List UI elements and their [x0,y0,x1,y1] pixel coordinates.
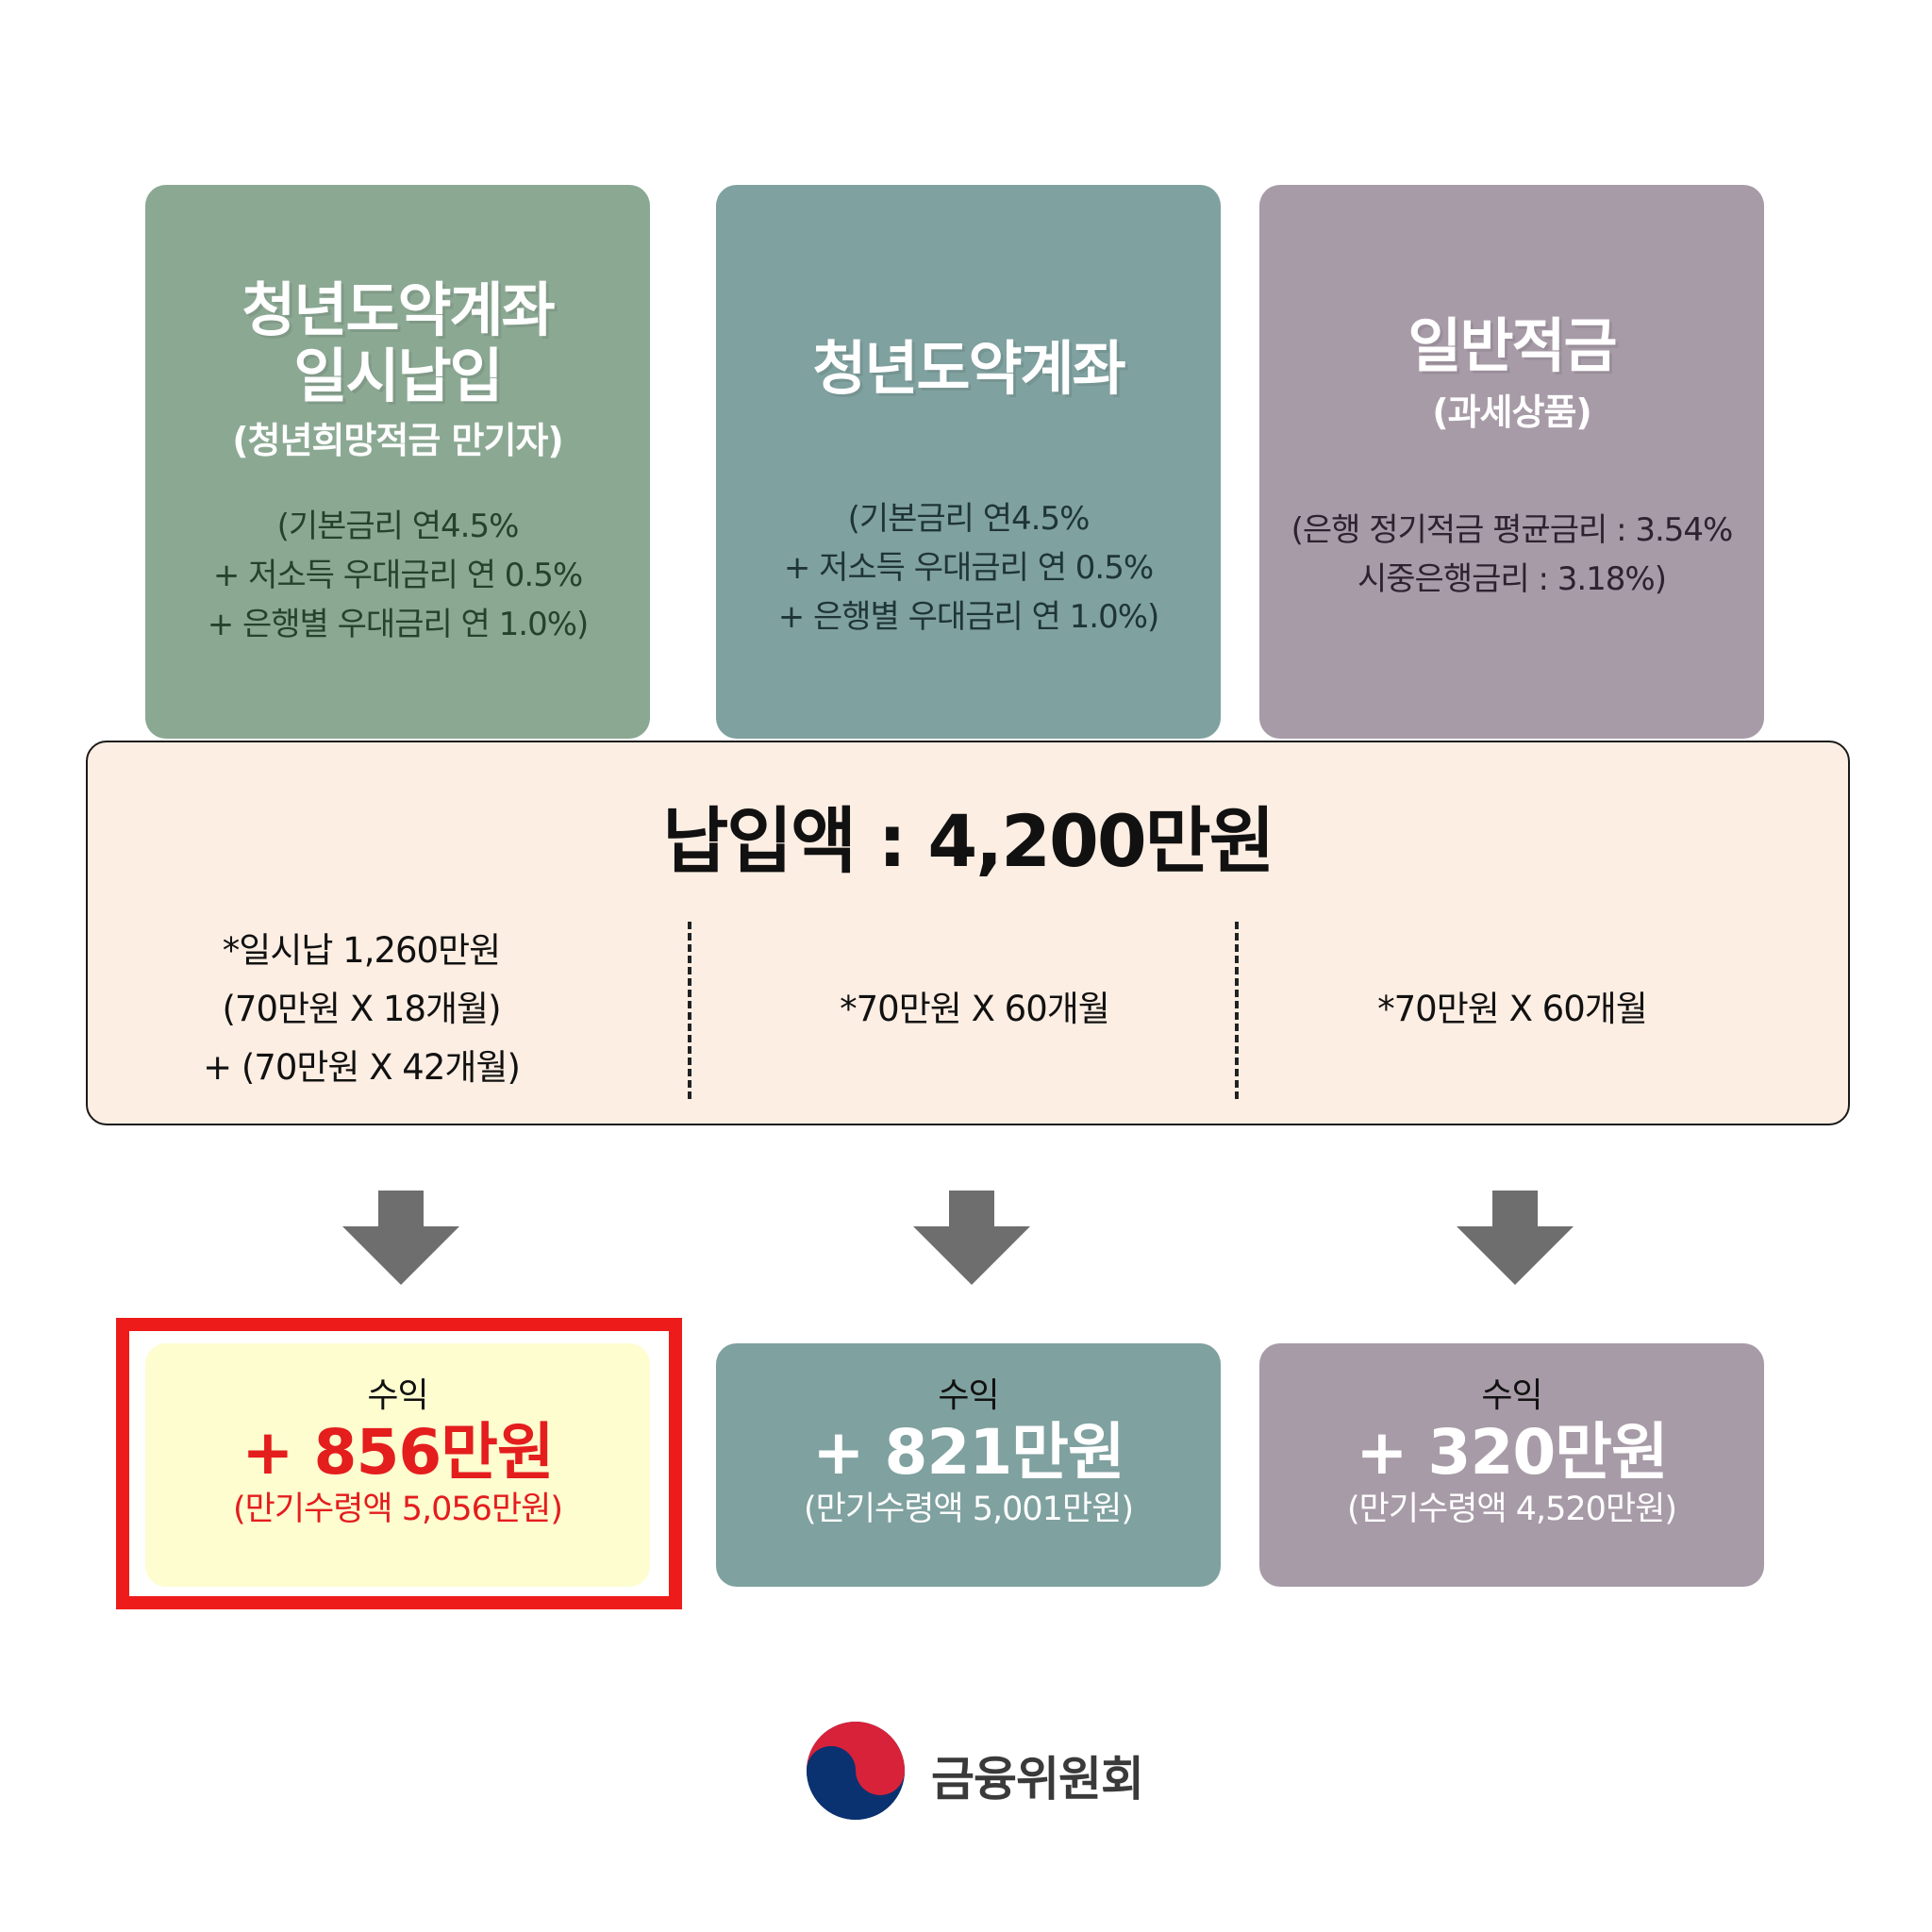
card-rate-info: (기본금리 연4.5% + 저소득 우대금리 연 0.5% + 은행별 우대금리… [716,494,1221,641]
deposit-line: *70만원 X 60개월 [1377,989,1648,1029]
down-arrow-icon [913,1191,1030,1285]
result-maturity: (만기수령액 4,520만원) [1346,1491,1677,1528]
rate-line: (기본금리 연4.5% [847,500,1091,538]
card-title-line1: 청년도약계좌 [812,334,1125,403]
card-youth-leap: 청년도약계좌 (기본금리 연4.5% + 저소득 우대금리 연 0.5% + 은… [716,185,1221,739]
down-arrow-icon [1457,1191,1574,1285]
result-label: 수익 [1481,1376,1542,1415]
deposit-summary-box: 납입액 : 4,200만원 *일시납 1,260만원 (70만원 X 18개월)… [86,741,1850,1125]
rate-line: + 저소득 우대금리 연 0.5% [212,557,583,594]
deposit-line: + (70만원 X 42개월) [203,1047,521,1088]
rate-line: + 저소득 우대금리 연 0.5% [783,549,1154,587]
rate-line: (은행 정기적금 평균금리 : 3.54% [1291,511,1734,549]
deposit-column-youth-leap: *70만원 X 60개월 [729,980,1220,1039]
result-amount: + 821만원 [812,1416,1125,1489]
highlight-frame [116,1318,682,1609]
result-label: 수익 [367,1376,428,1415]
card-subtitle: (청년희망적금 만기자) [232,420,564,461]
deposit-column-lump-sum: *일시납 1,260만원 (70만원 X 18개월) + (70만원 X 42개… [144,922,578,1097]
rate-line: + 은행별 우대금리 연 1.0%) [207,606,590,643]
result-maturity: (만기수령액 5,056만원) [232,1491,563,1528]
result-amount: + 320만원 [1356,1416,1669,1489]
card-rate-info: (기본금리 연4.5% + 저소득 우대금리 연 0.5% + 은행별 우대금리… [145,502,650,649]
card-title-line1: 일반적금 [1407,311,1617,380]
card-subtitle: (과세상품) [1432,391,1592,433]
result-card-lump-sum: 수익 + 856만원 (만기수령액 5,056만원) [145,1343,650,1587]
card-rate-info: (은행 정기적금 평균금리 : 3.54% 시중은행금리 : 3.18%) [1259,506,1764,604]
footer-logo: 금융위원회 [804,1719,1144,1823]
rate-line: (기본금리 연4.5% [276,508,520,545]
rate-line: 시중은행금리 : 3.18%) [1357,560,1667,598]
organization-name: 금융위원회 [931,1752,1144,1807]
card-title-line2: 일시납입 [293,341,503,410]
result-maturity: (만기수령액 5,001만원) [803,1491,1134,1528]
card-youth-leap-lump-sum: 청년도약계좌 일시납입 (청년희망적금 만기자) (기본금리 연4.5% + 저… [145,185,650,739]
rate-line: + 은행별 우대금리 연 1.0%) [777,598,1160,636]
result-label: 수익 [938,1376,999,1415]
dashed-divider [1235,922,1239,1099]
deposit-line: *70만원 X 60개월 [840,989,1110,1029]
result-card-regular: 수익 + 320만원 (만기수령액 4,520만원) [1259,1343,1764,1587]
government-emblem-icon [807,1722,905,1820]
dashed-divider [688,922,691,1099]
deposit-line: *일시납 1,260만원 [222,930,501,971]
card-title-line1: 청년도약계좌 [242,275,555,344]
card-regular-savings: 일반적금 (과세상품) (은행 정기적금 평균금리 : 3.54% 시중은행금리… [1259,185,1764,739]
deposit-title: 납입액 : 4,200만원 [662,799,1274,883]
deposit-column-regular: *70만원 X 60개월 [1267,980,1757,1039]
result-amount: + 856만원 [242,1416,555,1489]
deposit-line: (70만원 X 18개월) [222,989,501,1029]
down-arrow-icon [342,1191,459,1285]
result-card-youth-leap: 수익 + 821만원 (만기수령액 5,001만원) [716,1343,1221,1587]
